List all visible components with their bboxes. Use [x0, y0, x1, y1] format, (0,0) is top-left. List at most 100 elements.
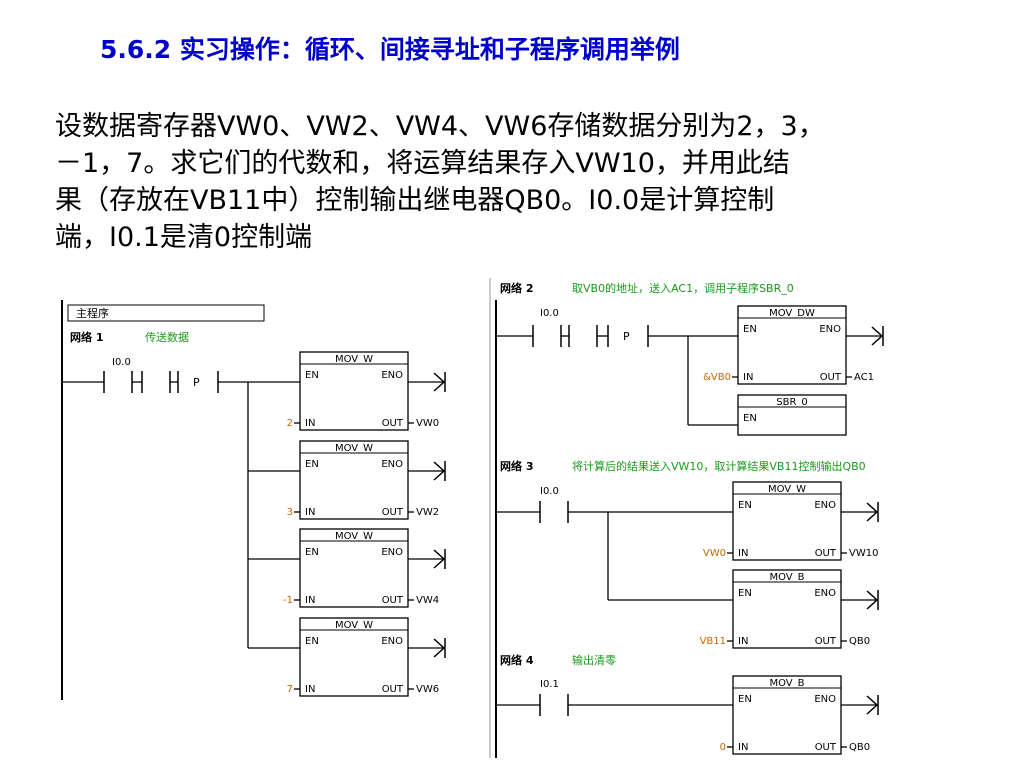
en-pin-label: EN: [743, 324, 757, 335]
contact-address-label: I0.0: [540, 308, 559, 319]
function-block-frame: [732, 481, 842, 561]
coil-arrow-icon: [433, 638, 446, 658]
function-block-name: MOV_W: [768, 484, 806, 495]
problem-statement: 设数据寄存器VW0、VW2、VW4、VW6存储数据分别为2，3， －1，7。求它…: [55, 108, 990, 256]
contact-address-label: I0.1: [540, 679, 559, 690]
function-block-frame: [299, 440, 409, 520]
network-1-comment: 传送数据: [145, 330, 189, 344]
in-operand: -1: [283, 595, 293, 606]
in-operand: 2: [287, 418, 293, 429]
out-operand: AC1: [854, 372, 874, 383]
function-block-frame: [737, 305, 847, 385]
problem-line: 设数据寄存器VW0、VW2、VW4、VW6存储数据分别为2，3，: [55, 111, 825, 142]
function-block-frame: [737, 394, 847, 436]
out-pin-label: OUT: [815, 636, 837, 647]
in-pin-label: IN: [305, 507, 315, 518]
function-block-name: MOV_B: [769, 678, 804, 689]
function-block: MOV_W EN ENO IN OUT -1 VW4: [283, 528, 439, 608]
en-pin-label: EN: [305, 636, 319, 647]
in-pin-label: IN: [738, 548, 748, 559]
function-block-name: MOV_B: [769, 572, 804, 583]
main-program-tab: 主程序: [67, 304, 265, 322]
en-pin-label: EN: [305, 370, 319, 381]
function-block-name: MOV_W: [335, 443, 373, 454]
eno-pin-label: ENO: [381, 370, 403, 381]
out-pin-label: OUT: [382, 418, 404, 429]
contact-address-label: I0.0: [540, 486, 559, 497]
en-pin-label: EN: [738, 694, 752, 705]
function-block: SBR_0EN: [737, 394, 847, 436]
en-pin-label: EN: [738, 500, 752, 511]
function-block: MOV_W EN ENO IN OUT 7 VW6: [287, 617, 439, 697]
out-pin-label: OUT: [382, 684, 404, 695]
function-block-frame: [732, 569, 842, 649]
out-operand: QB0: [849, 636, 870, 647]
function-block-name: MOV_W: [335, 531, 373, 542]
problem-line: －1，7。求它们的代数和，将运算结果存入VW10，并用此结: [55, 148, 790, 179]
function-block-frame: [299, 351, 409, 431]
out-pin-label: OUT: [382, 595, 404, 606]
out-operand: VW6: [416, 684, 439, 695]
eno-pin-label: ENO: [381, 547, 403, 558]
function-block-frame: [299, 528, 409, 608]
function-block-name: MOV_W: [335, 620, 373, 631]
coil-arrow-icon: [866, 695, 879, 715]
p-contact-label: P: [623, 330, 630, 343]
in-pin-label: IN: [743, 372, 753, 383]
in-pin-label: IN: [305, 684, 315, 695]
in-pin-label: IN: [738, 636, 748, 647]
network-4-label: 网络 4: [500, 653, 534, 667]
en-pin-label: EN: [305, 459, 319, 470]
in-operand: VB11: [700, 636, 726, 647]
in-operand: VW0: [703, 548, 726, 559]
out-operand: VW4: [416, 595, 439, 606]
in-pin-label: IN: [738, 742, 748, 753]
coil-arrow-icon: [866, 590, 879, 610]
in-pin-label: IN: [305, 595, 315, 606]
out-operand: QB0: [849, 742, 870, 753]
out-pin-label: OUT: [382, 507, 404, 518]
coil-arrow-icon: [433, 461, 446, 481]
en-pin-label: EN: [305, 547, 319, 558]
eno-pin-label: ENO: [819, 324, 841, 335]
problem-line: 果（存放在VB11中）控制输出继电器QB0。I0.0是计算控制: [55, 185, 775, 216]
in-operand: 0: [720, 742, 726, 753]
eno-pin-label: ENO: [381, 636, 403, 647]
out-operand: VW10: [849, 548, 878, 559]
coil-arrow-icon: [433, 372, 446, 392]
out-operand: VW0: [416, 418, 439, 429]
in-operand: 7: [287, 684, 293, 695]
eno-pin-label: ENO: [814, 588, 836, 599]
in-operand: 3: [287, 507, 293, 518]
function-block: MOV_B EN ENO IN OUT 0 QB0: [720, 675, 870, 755]
network-3-comment: 将计算后的结果送入VW10，取计算结果VB11控制输出QB0: [572, 459, 866, 473]
function-block-name: MOV_W: [335, 354, 373, 365]
network-4-rung: MOV_B EN ENO IN OUT 0 QB0: [496, 675, 879, 755]
coil-arrow-icon: [433, 549, 446, 569]
function-block: MOV_W EN ENO IN OUT 2 VW0: [287, 351, 439, 431]
eno-pin-label: ENO: [814, 694, 836, 705]
function-block-frame: [299, 617, 409, 697]
slide-title: 5.6.2 实习操作：循环、间接寻址和子程序调用举例: [100, 35, 680, 64]
network-4-comment: 输出清零: [572, 653, 616, 667]
out-pin-label: OUT: [815, 548, 837, 559]
network-2-comment: 取VB0的地址，送入AC1，调用子程序SBR_0: [572, 281, 794, 295]
function-block-name: SBR_0: [776, 397, 808, 408]
eno-pin-label: ENO: [381, 459, 403, 470]
en-pin-label: EN: [743, 413, 757, 424]
in-operand: &VB0: [703, 372, 731, 383]
in-pin-label: IN: [305, 418, 315, 429]
network-2-label: 网络 2: [500, 281, 533, 295]
main-program-tab-label: 主程序: [76, 306, 109, 320]
network-1-label: 网络 1: [70, 330, 103, 344]
en-pin-label: EN: [738, 588, 752, 599]
function-block-name: MOV_DW: [769, 308, 815, 319]
out-pin-label: OUT: [815, 742, 837, 753]
